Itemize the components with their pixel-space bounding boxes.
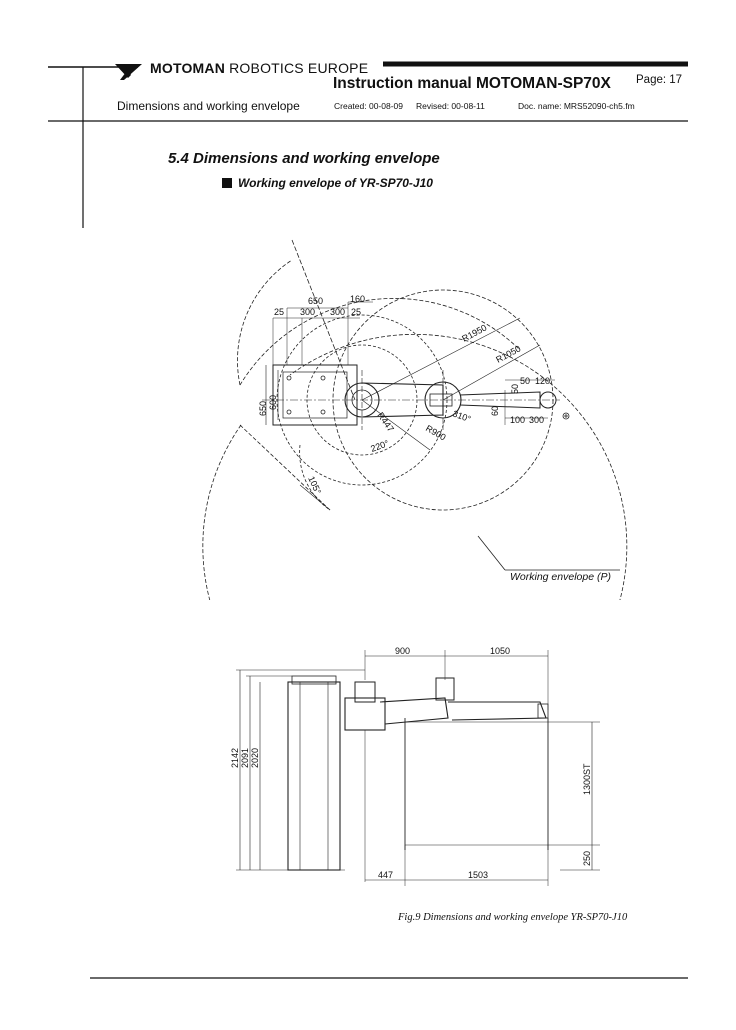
dim-160: 160 — [350, 294, 365, 304]
envelope-outer-arc-top — [239, 298, 521, 386]
dim-220deg: 220° — [369, 438, 390, 454]
dim-650-top: 650 — [308, 296, 323, 306]
dim-r1050: R1050 — [494, 343, 522, 364]
dim-310deg: 310° — [451, 408, 472, 424]
figure-caption: Fig.9 Dimensions and working envelope YR… — [398, 912, 628, 923]
dim-900: 900 — [395, 646, 410, 656]
dim-650-vert: 650 — [258, 401, 268, 416]
base-plate — [272, 364, 358, 426]
dim-r447: R447 — [375, 410, 396, 433]
dim-100: 100 — [510, 415, 525, 425]
created-date: Created: 00-08-09 — [334, 101, 403, 111]
doc-name: Doc. name: MRS52090-ch5.fm — [518, 101, 635, 111]
dim-250: 250 — [582, 851, 592, 866]
subsection-text: Working envelope of YR-SP70-J10 — [238, 176, 433, 190]
yaskawa-logo-icon — [115, 64, 142, 80]
dim-50-vert: 50 — [510, 384, 520, 394]
section-title: 5.4 Dimensions and working envelope — [168, 150, 440, 167]
dim-2020: 2020 — [250, 748, 260, 768]
dim-120: 120 — [535, 376, 550, 386]
footer-rule — [90, 977, 688, 979]
column-body — [287, 681, 341, 871]
dim-447: 447 — [378, 870, 393, 880]
dim-300-right: 300 — [330, 307, 345, 317]
dim-2091: 2091 — [240, 748, 250, 768]
brand-name: MOTOMAN ROBOTICS EUROPE — [150, 60, 368, 76]
bullet-square-icon — [222, 178, 232, 188]
dim-600-vert: 600 — [268, 395, 278, 410]
dim-1503: 1503 — [468, 870, 488, 880]
dim-r900: R900 — [424, 423, 448, 442]
brand-bold: MOTOMAN — [150, 60, 226, 76]
dim-1050: 1050 — [490, 646, 510, 656]
top-view-drawing: 650 160 25 300 300 25 R1950 R1050 50 120… — [202, 239, 628, 600]
dim-300-end: 300 — [529, 415, 544, 425]
revised-date: Revised: 00-08-11 — [416, 101, 485, 111]
manual-title: Instruction manual MOTOMAN-SP70X — [333, 75, 611, 92]
envelope-label: Working envelope (P) — [510, 571, 611, 583]
dim-60: 60 — [490, 406, 500, 416]
page-number: Page: 17 — [636, 74, 683, 86]
dim-300-left: 300 — [300, 307, 315, 317]
dim-105deg: 105° — [306, 475, 323, 496]
subsection-title: Working envelope of YR-SP70-J10 — [222, 176, 433, 190]
dim-1300st: 1300ST — [582, 763, 592, 795]
dim-25-left: 25 — [274, 307, 284, 317]
dim-25-right: 25 — [351, 307, 361, 317]
header-graphics — [48, 61, 688, 228]
dim-2142: 2142 — [230, 748, 240, 768]
dim-50-top: 50 — [520, 376, 530, 386]
side-view-drawing: 900 1050 2142 2091 2020 1300ST 250 447 1… — [230, 646, 600, 886]
header-subtitle: Dimensions and working envelope — [117, 99, 300, 113]
brand-rest: ROBOTICS EUROPE — [229, 60, 369, 76]
dim-r1950: R1950 — [460, 322, 488, 343]
envelope-outer-arc — [202, 333, 628, 600]
